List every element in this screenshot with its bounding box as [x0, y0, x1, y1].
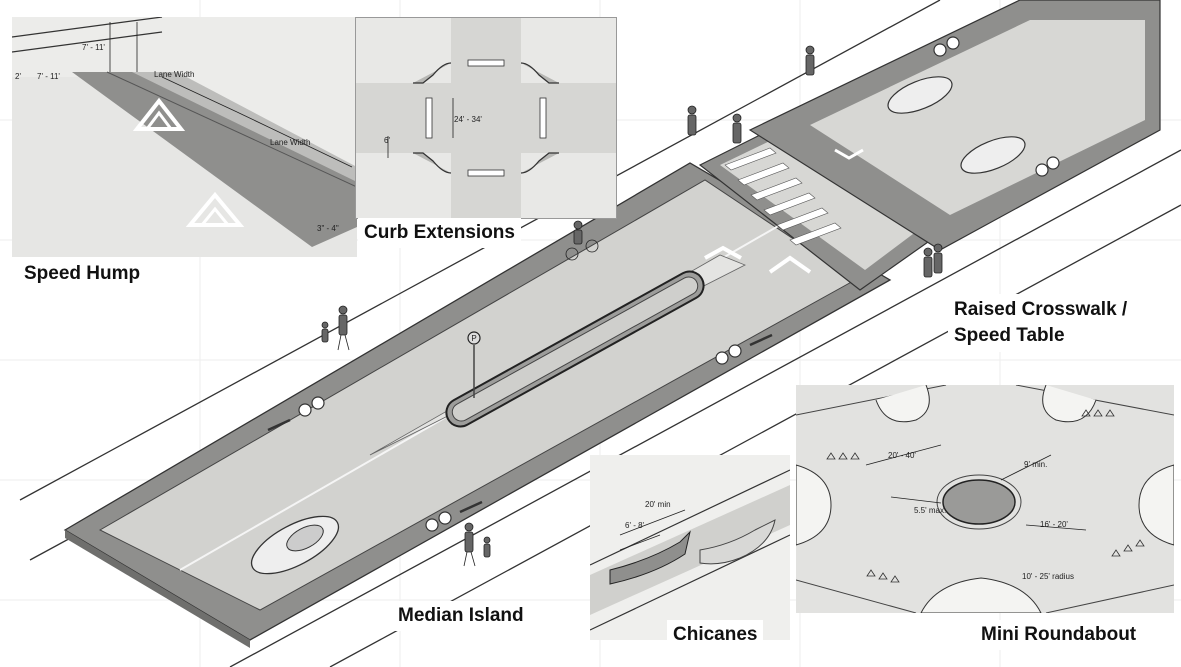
- arrow-icon: [749, 333, 773, 347]
- curb-extensions-drawing: 24' - 34' 6': [356, 18, 616, 218]
- main-street-car: [250, 515, 340, 575]
- dim-16-20: 16' - 20': [1040, 520, 1068, 529]
- curb-extensions-inset: 24' - 34' 6': [355, 17, 617, 219]
- dim-2: 2': [15, 72, 21, 81]
- pedestrian-icon: [933, 243, 943, 274]
- bicycle-icon: [1035, 163, 1049, 177]
- dim-6-8: 6' - 8': [625, 521, 645, 530]
- dim-20-min: 20' min: [645, 500, 671, 509]
- median-island: P: [369, 254, 746, 456]
- arrow-icon: [267, 418, 291, 432]
- bicycle-icon: [438, 511, 452, 525]
- arrow-icon: [459, 500, 483, 514]
- label-mini-roundabout: Mini Roundabout: [975, 620, 1143, 650]
- label-raised-crosswalk: Raised Crosswalk / Speed Table: [948, 294, 1134, 352]
- speed-hump-drawing: 7' - 11' 7' - 11' 2' Lane Width Lane Wid…: [12, 17, 357, 257]
- dim-5-5-max: 5.5' max.: [914, 506, 946, 515]
- mini-roundabout-inset: 20' - 40' 9' min. 5.5' max. 16' - 20' 10…: [796, 385, 1174, 613]
- mini-roundabout-drawing: 20' - 40' 9' min. 5.5' max. 16' - 20' 10…: [796, 385, 1174, 613]
- dim-lane-width-bottom: Lane Width: [270, 138, 310, 147]
- label-chicanes: Chicanes: [667, 620, 764, 650]
- cyclist-icon: [565, 220, 599, 261]
- bicycle-icon: [298, 403, 312, 417]
- pedestrian-icon: [321, 321, 329, 343]
- dim-7-11-left: 7' - 11': [37, 72, 60, 81]
- pedestrians: [321, 45, 943, 567]
- pedestrian-icon: [463, 522, 476, 567]
- raised-crosswalk-table: [698, 0, 1161, 291]
- car-icon: [960, 136, 1026, 174]
- label-curb-extensions: Curb Extensions: [358, 218, 521, 248]
- street-front-edge: [65, 530, 250, 648]
- bicycle-icon: [311, 396, 325, 410]
- dim-20-40: 20' - 40': [888, 451, 916, 460]
- dim-6: 6': [384, 136, 390, 145]
- bicycle-icon: [1046, 156, 1060, 170]
- dim-3-4: 3" - 4": [317, 224, 339, 233]
- bicycle-icon: [425, 518, 439, 532]
- dim-lane-width-top: Lane Width: [154, 70, 194, 79]
- label-speed-hump: Speed Hump: [18, 259, 147, 289]
- bike-markings: [267, 36, 1060, 532]
- pedestrian-icon: [923, 247, 933, 278]
- median-sign-text: P: [471, 334, 476, 343]
- roundabout-center: [942, 479, 1016, 525]
- pedestrian-icon: [483, 536, 491, 558]
- dim-9-min: 9' min.: [1024, 460, 1047, 469]
- bicycle-icon: [728, 344, 742, 358]
- pedestrian-icon: [732, 113, 742, 144]
- pedestrian-icon: [687, 105, 697, 136]
- label-median-island: Median Island: [392, 601, 530, 631]
- pedestrian-icon: [337, 305, 350, 351]
- bicycle-icon: [946, 36, 960, 50]
- speed-hump-inset: 7' - 11' 7' - 11' 2' Lane Width Lane Wid…: [12, 17, 357, 257]
- pedestrian-icon: [805, 45, 815, 76]
- bicycle-icon: [715, 351, 729, 365]
- lane-chevrons: [704, 245, 812, 274]
- chicanes-drawing: 20' min 6' - 8': [590, 455, 790, 640]
- dim-24-34: 24' - 34': [454, 115, 482, 124]
- chicanes-inset: 20' min 6' - 8': [590, 455, 790, 640]
- bicycle-icon: [933, 43, 947, 57]
- dim-7-11-top: 7' - 11': [82, 43, 105, 52]
- dim-radius: 10' - 25' radius: [1022, 572, 1074, 581]
- car-icon: [887, 76, 953, 114]
